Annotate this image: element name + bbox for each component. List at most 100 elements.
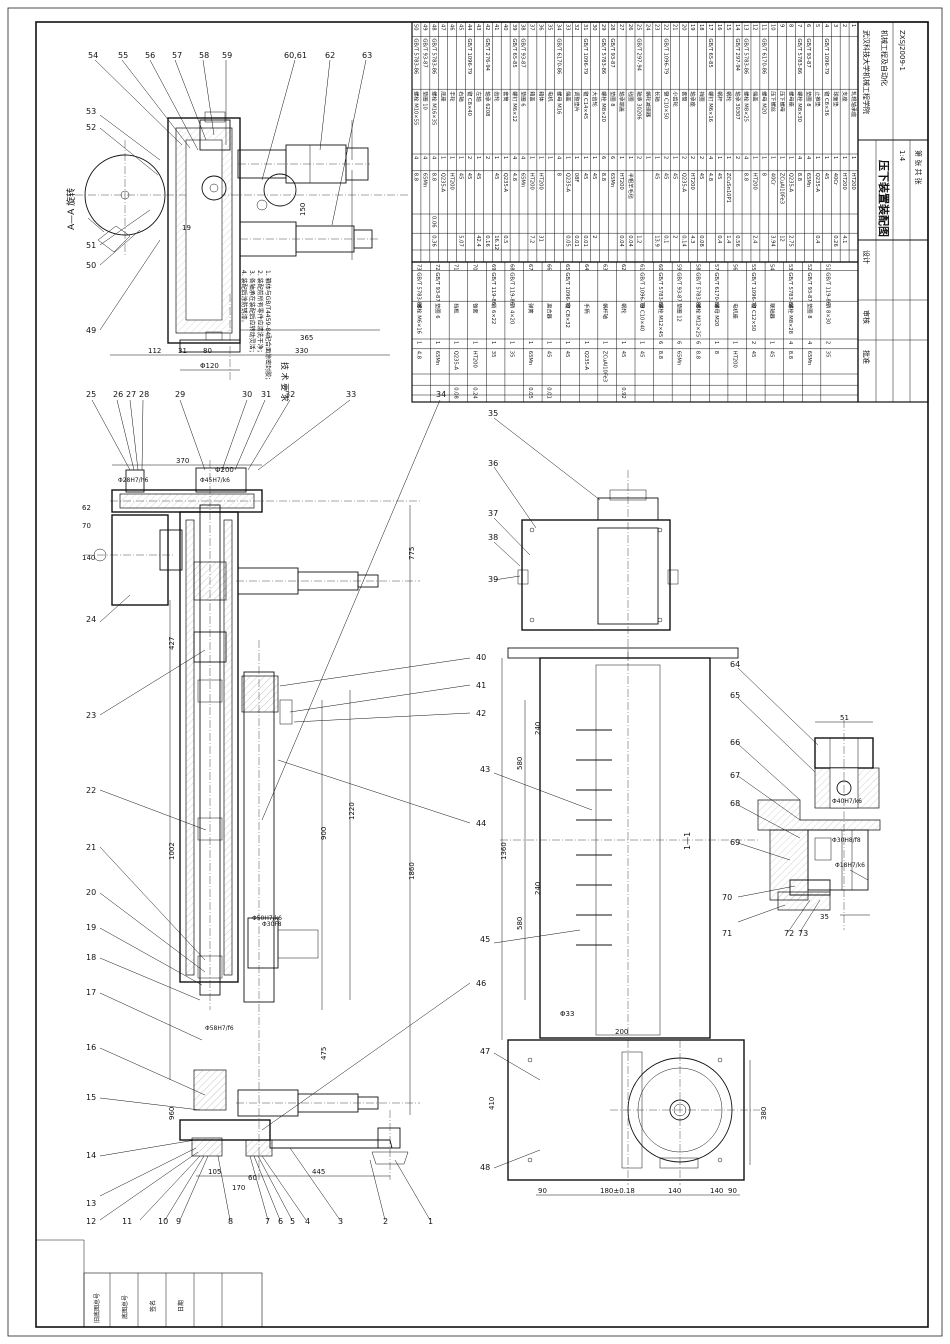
callout-73: 73 <box>798 929 808 938</box>
parts-upper-cell: 2 <box>680 156 686 159</box>
dim-main-14: 60 <box>248 1174 257 1182</box>
parts-mid-cell: 1 <box>620 341 626 344</box>
parts-upper-cell: 4 <box>520 156 526 160</box>
parts-upper-cell: 键 C8×36 <box>823 91 831 116</box>
parts-upper-cell: 8.8 <box>600 173 606 181</box>
parts-upper-cell: 1 <box>564 156 570 159</box>
parts-mid-cell: 挡板 <box>453 303 461 314</box>
detail-view-callouts: 64 65 66 67 68 69 70 71 72 73 <box>722 660 821 938</box>
parts-upper-cell: 2 <box>734 156 740 159</box>
parts-upper-cell: 轴承 6208 <box>484 91 492 116</box>
parts-upper-cell: 23 <box>654 24 660 31</box>
dim-top-1: 112 <box>148 347 161 355</box>
callout-35: 35 <box>488 409 498 418</box>
parts-upper-cell: 32 <box>573 24 579 31</box>
parts-mid-cell: 45 <box>750 351 756 358</box>
callout-12: 12 <box>86 1217 96 1226</box>
callout-40: 40 <box>476 653 486 662</box>
parts-upper-cell: 45 <box>823 173 829 180</box>
callout-55: 55 <box>118 51 128 60</box>
parts-upper-cell: 6 <box>600 156 606 159</box>
parts-mid-cell: 蜗杆轴 <box>601 303 609 319</box>
parts-upper-cell: 1 <box>814 156 820 159</box>
main-view-callouts: 25 26 27 28 29 30 31 32 33 34 24 <box>86 390 486 1226</box>
program-name: 机械工程及自动化 <box>880 30 889 86</box>
parts-upper-cell: 22 <box>662 24 668 31</box>
parts-mid-cell: 1 <box>564 341 570 344</box>
parts-mid-cell: 35 <box>824 351 830 358</box>
dim-right-6: 200 <box>615 1028 628 1036</box>
parts-upper-cell: GB/T 6170-86 <box>761 38 767 74</box>
parts-mid-cell: 52 <box>806 264 812 271</box>
parts-upper-cell: 8 <box>555 173 561 176</box>
callout-68: 68 <box>730 799 740 808</box>
callout-20: 20 <box>86 888 96 897</box>
parts-upper-cell: 0.06 <box>431 216 437 228</box>
parts-mid-cell: 56 <box>731 264 737 271</box>
parts-upper-cell: 1 <box>493 156 499 159</box>
parts-upper-cell: 2.4 <box>752 235 758 244</box>
callout-19: 19 <box>86 923 96 932</box>
parts-upper-cell: 1 <box>645 156 651 159</box>
callout-70: 70 <box>722 893 732 902</box>
parts-upper-cell: 11 <box>761 24 767 31</box>
parts-upper-cell: 6 <box>609 156 615 159</box>
section-11-label: 1—1 <box>683 832 692 850</box>
callout-29: 29 <box>175 390 185 399</box>
callout-72: 72 <box>784 929 794 938</box>
parts-upper-cell: 半粗羊毛毡 <box>627 173 635 199</box>
parts-upper-cell: 19 <box>689 24 695 31</box>
callout-69: 69 <box>730 838 740 847</box>
parts-upper-cell: 1 <box>591 156 597 159</box>
parts-upper-cell: 轧辊轴承座 <box>850 91 858 117</box>
dim-detail-1: 51 <box>840 714 849 722</box>
parts-upper-cell: 1 <box>448 156 454 159</box>
dim-main-2: Φ200 <box>215 466 234 474</box>
callout-24: 24 <box>86 615 96 624</box>
parts-mid-cell: GB/T 5783-86 <box>694 272 700 308</box>
parts-upper-cell: 挡圈 <box>698 91 706 101</box>
callout-11: 11 <box>122 1217 132 1226</box>
dim-detail-3: Φ30H8/f8 <box>832 837 861 844</box>
parts-upper-cell: 45 <box>671 173 677 180</box>
parts-upper-cell: 4.1 <box>841 235 847 243</box>
parts-upper-cell: 3 <box>832 24 838 27</box>
parts-mid-cell: 锥套 <box>471 303 479 314</box>
parts-upper-cell: 垫圈 8 <box>609 91 617 106</box>
parts-upper-cell: 4.8 <box>511 173 517 181</box>
parts-upper-cell: 45 <box>457 24 463 31</box>
callout-50: 50 <box>86 261 96 270</box>
parts-upper-cell: 31 <box>538 235 544 242</box>
parts-mid-cell: 4.8 <box>416 351 422 359</box>
parts-upper-cell: 49 <box>422 24 428 31</box>
dim-right-14: Φ33 <box>560 1010 574 1018</box>
parts-upper-cell: ZCuSn10P1 <box>725 173 731 203</box>
dim-main-4: Φ45H7/k6 <box>200 477 230 484</box>
parts-upper-cell: 轴承端盖 <box>618 91 626 112</box>
callout-42: 42 <box>476 709 486 718</box>
margin-label-1: 旧底图总号 <box>93 1293 101 1323</box>
dim-main-19: 140 <box>82 554 95 562</box>
parts-upper-cell: 15 <box>725 24 731 31</box>
parts-upper-cell: 4.8 <box>707 173 713 181</box>
parts-mid-cell: 6 <box>676 341 682 344</box>
parts-mid-cell: ZCuAl10Fe3 <box>601 351 607 382</box>
dim-main-10: 475 <box>320 1047 328 1060</box>
parts-upper-cell: 蜗杆 <box>716 91 724 101</box>
parts-upper-cell: GB/T 5783-86 <box>743 38 749 74</box>
parts-upper-cell: GB/T 297-94 <box>734 38 740 71</box>
parts-upper-cell: 26 <box>627 24 633 31</box>
parts-upper-cell: GB/T 93-87 <box>520 38 526 67</box>
sheet-count: 第 张 共 张 <box>914 150 923 185</box>
parts-upper-cell: 垫圈 8 <box>805 91 813 106</box>
parts-mid-cell: GB/T 119-86 <box>508 272 514 305</box>
parts-upper-cell: 螺母座 <box>787 91 795 107</box>
parts-upper-cell: 1 <box>627 156 633 159</box>
parts-mid-cell: 61 <box>639 264 645 271</box>
parts-upper-cell: GB/T 6170-86 <box>555 38 561 74</box>
parts-upper-cell: 2 <box>689 156 695 159</box>
parts-mid-cell: 手柄 <box>583 303 591 313</box>
parts-upper-cell: 1 <box>439 156 445 159</box>
dim-main-1: 370 <box>176 457 189 465</box>
